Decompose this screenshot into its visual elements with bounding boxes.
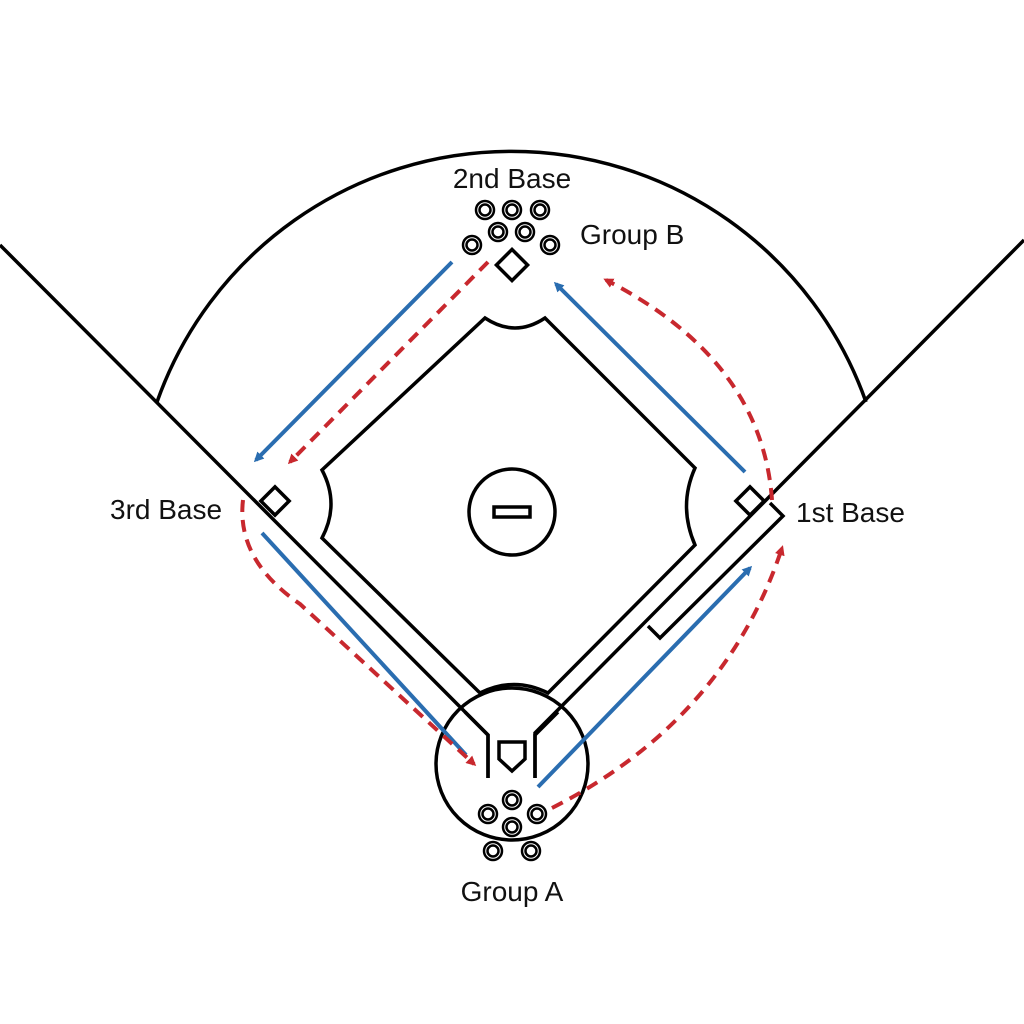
blue-route-2nd-to-3rd [253,260,454,463]
blue-route-home-to-1st [536,565,753,789]
running-lane [646,501,786,641]
player-marker [539,234,561,256]
home-plate [497,740,527,774]
player-marker [520,840,542,862]
blue-route-1st-to-2nd [553,281,747,474]
group-a-label: Group A [461,876,564,907]
player-marker [526,803,548,825]
second-base [493,246,531,284]
third-base-label: 3rd Base [110,494,222,525]
right-batters-box [533,710,560,778]
infield-grass [319,315,698,696]
player-marker [477,803,499,825]
player-marker [514,221,536,243]
group-b-label: Group B [580,219,684,250]
first-base [733,484,767,518]
outfield-arc [155,149,868,403]
red-route-1st-to-2nd [603,278,774,501]
red-route-2nd-to-3rd [287,260,490,465]
second-base-label: 2nd Base [453,163,571,194]
right-foul-line [533,238,1024,778]
player-marker [529,199,551,221]
pitchers-rubber [492,505,532,519]
left-batters-box [463,710,490,778]
player-marker [487,221,509,243]
player-marker [501,789,523,811]
player-marker [501,199,523,221]
red-route-home-to-1st [551,545,785,810]
third-base [258,484,292,518]
player-marker [474,199,496,221]
first-base-label: 1st Base [796,497,905,528]
red-route-3rd-to-home [240,499,477,767]
player-marker [501,816,523,838]
player-marker [461,234,483,256]
home-plate-circle [434,686,590,842]
blue-route-3rd-to-home [260,531,468,757]
group-a-players [477,789,548,862]
group-b-players [461,199,561,256]
pitchers-mound [467,467,557,557]
player-marker [482,840,504,862]
